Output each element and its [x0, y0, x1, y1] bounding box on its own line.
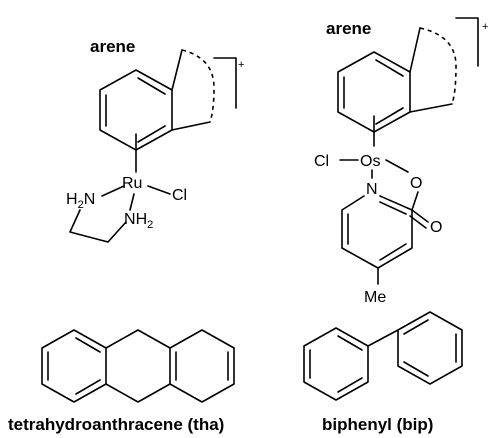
os-pyridine-n: N — [366, 181, 378, 198]
ru-charge: + — [238, 59, 244, 71]
os-bracket — [455, 17, 479, 67]
os-complex: arene + Os Cl O N O — [314, 17, 488, 306]
os-o-bond — [385, 159, 409, 173]
os-methyl: Me — [364, 289, 386, 306]
ru-n2-bond — [129, 193, 135, 211]
tha-caption: tetrahydroanthracene (tha) — [8, 415, 224, 434]
os-oxygen-carbonyl: O — [430, 219, 442, 236]
os-arene-tether — [409, 27, 457, 113]
ru-metal: Ru — [122, 175, 142, 192]
bip-caption: biphenyl (bip) — [322, 415, 433, 434]
tha-structure — [41, 329, 235, 403]
os-arene-label: arene — [326, 19, 371, 38]
ru-amine1: H2N — [66, 191, 95, 211]
ru-complex: arene + Ru Cl H2N NH2 — [66, 37, 244, 243]
os-charge: + — [482, 21, 488, 33]
os-pyridine-ring — [341, 195, 413, 269]
ru-amine2: NH2 — [124, 211, 153, 231]
ru-bracket — [213, 57, 237, 109]
ru-en-bridge — [69, 209, 127, 243]
ru-chloride: Cl — [172, 187, 187, 204]
ru-cl-bond — [147, 185, 171, 195]
bip-structure — [303, 311, 463, 401]
ru-n1-bond — [101, 185, 125, 197]
os-oxygen-ring: O — [410, 175, 422, 192]
os-o-c-bond — [411, 191, 419, 211]
os-metal: Os — [360, 153, 380, 170]
ru-arene-tether — [171, 49, 215, 131]
os-chloride: Cl — [314, 153, 329, 170]
os-carbonyl-1 — [411, 209, 429, 223]
ru-arene-label: arene — [90, 37, 135, 56]
